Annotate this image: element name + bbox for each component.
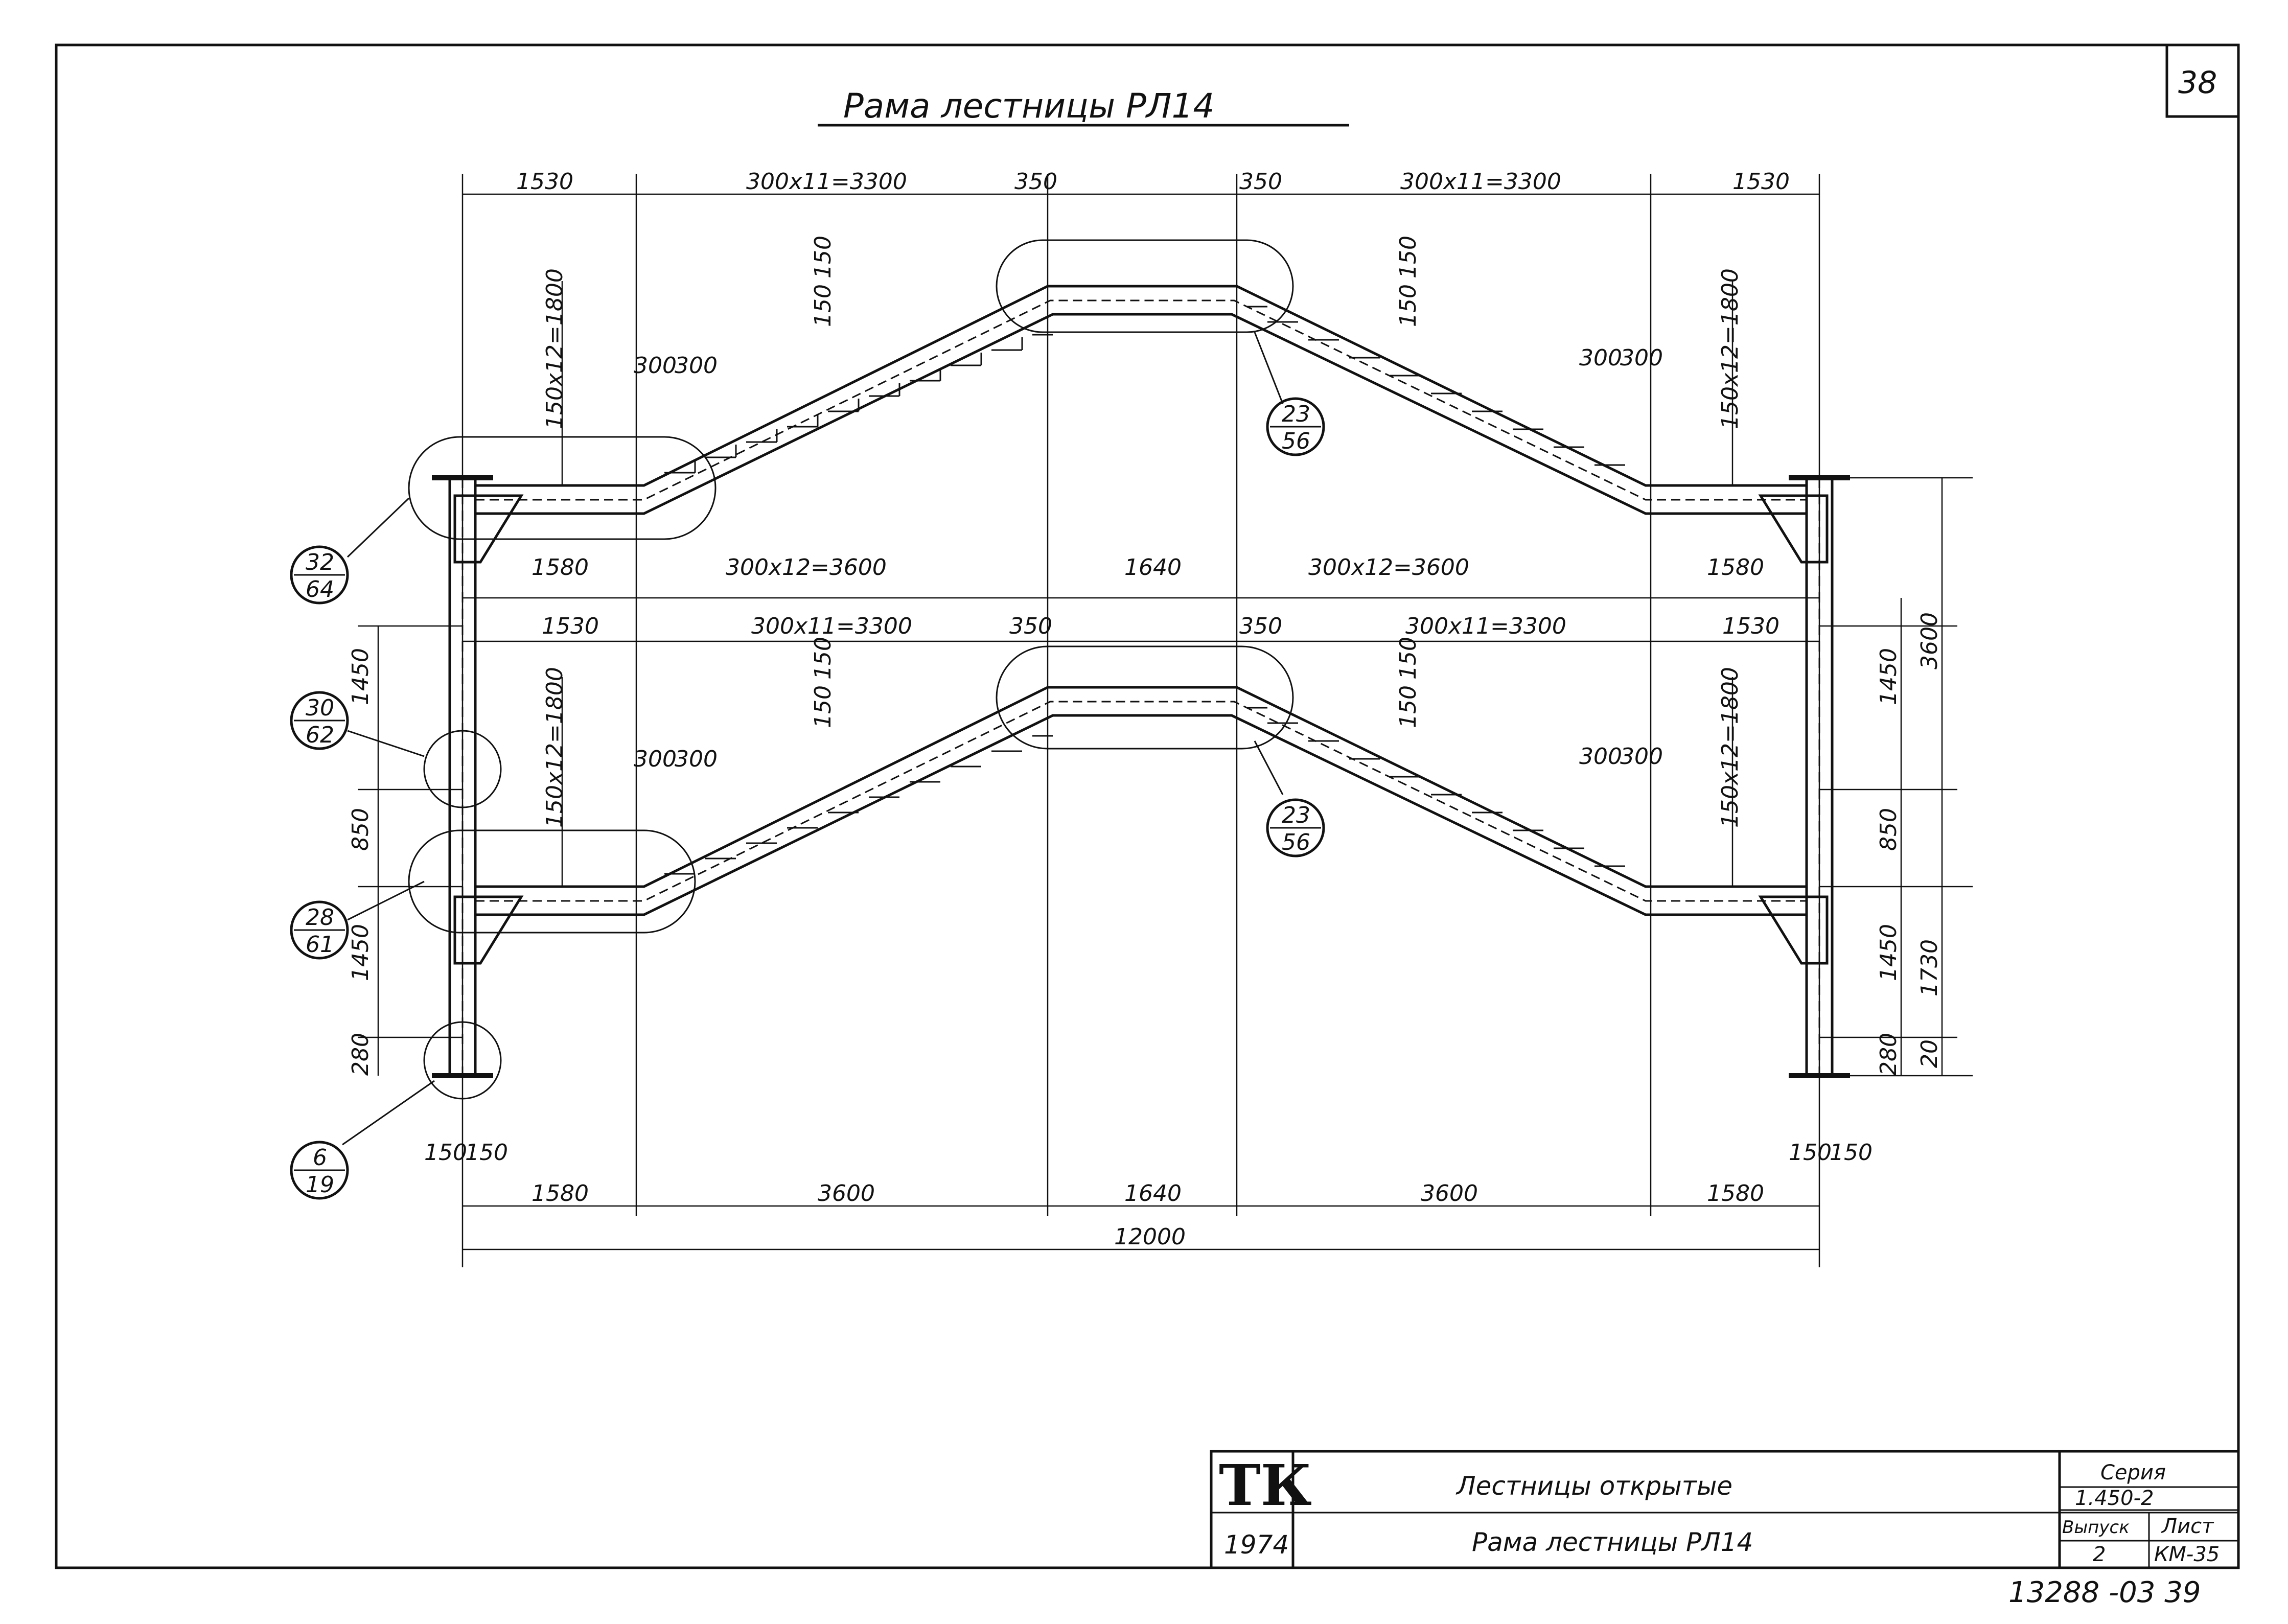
lower-steps [664, 707, 1625, 875]
corner-number-box [2165, 43, 2240, 118]
title-block-year: 1974 [1224, 1530, 1289, 1560]
callout-6-bottom: 56 [1282, 829, 1310, 855]
dim-lower-riser-1: 150 [810, 637, 836, 680]
title-block-line1: Лестницы открытые [1455, 1471, 1732, 1501]
issue-value: 2 [2093, 1543, 2106, 1566]
dim-top-riser-4: 150 [1395, 284, 1421, 327]
dim-lower-tread-1: 300 [634, 746, 677, 772]
upper-stair-stringer [453, 285, 1829, 564]
series-label: Серия [2100, 1461, 2166, 1484]
dim-right-outer-3: 20 [1916, 1039, 1943, 1068]
title-block-logo: ТК [1219, 1452, 1312, 1518]
callout-32-64: 32 64 [290, 545, 349, 605]
dim-top-tread-1: 300 [634, 353, 677, 379]
dim-lower-riser-2: 150 [810, 685, 836, 728]
dim-base-right-1: 150 [1789, 1140, 1832, 1166]
dim-bottom-5: 1580 [1707, 1180, 1764, 1207]
callout-6-top: 23 [1282, 802, 1310, 828]
dim-bottom-2: 3600 [818, 1180, 875, 1207]
callout-2-top: 30 [306, 695, 334, 721]
dim-lower-riser-3: 150 [1395, 637, 1421, 680]
dim-top-riser-3: 150 [1395, 236, 1421, 279]
sheet-border [55, 43, 2240, 1569]
dim-right-2: 850 [1876, 808, 1902, 851]
dim-top-tread-2: 300 [675, 353, 718, 379]
dim-top-flight-left: 150x12=1800 [542, 268, 568, 429]
dim-overall: 12000 [1114, 1224, 1186, 1250]
upper-steps [664, 306, 1625, 474]
dim-mid-3: 1640 [1124, 554, 1182, 581]
issue-label: Выпуск [2062, 1517, 2130, 1538]
dim-top-2: 300x11=3300 [746, 169, 907, 195]
callout-2-bottom: 62 [306, 722, 334, 748]
callout-4-top: 6 [313, 1145, 327, 1171]
title-block [1210, 1450, 2240, 1569]
dim-right-outer-1: 3600 [1916, 612, 1943, 669]
callout-3-top: 28 [306, 904, 334, 931]
callout-23-56-lower: 23 56 [1266, 798, 1325, 857]
dim-mid-4: 300x12=3600 [1308, 554, 1469, 581]
callout-1-bottom: 64 [306, 576, 334, 602]
dim-top-riser-1: 150 [810, 236, 836, 279]
dim-lower-2: 300x11=3300 [751, 613, 912, 639]
dim-right-3: 1450 [1876, 924, 1902, 981]
dim-right-outer-2: 1730 [1916, 939, 1943, 996]
dim-top-6: 1530 [1732, 169, 1790, 195]
dim-lower-4: 350 [1239, 613, 1282, 639]
dim-right-1: 1450 [1876, 648, 1902, 705]
series-value: 1.450-2 [2075, 1487, 2154, 1510]
dimension-lines [358, 174, 1973, 1267]
dim-mid-1: 1580 [531, 554, 589, 581]
dim-lower-tread-4: 300 [1620, 744, 1663, 770]
dim-top-3: 350 [1014, 169, 1057, 195]
dim-left-4: 280 [348, 1033, 374, 1076]
dim-left-3: 1450 [348, 924, 374, 981]
dim-top-tread-4: 300 [1620, 345, 1663, 371]
dim-lower-5: 300x11=3300 [1405, 613, 1566, 639]
dim-lower-6: 1530 [1722, 613, 1779, 639]
dim-lower-tread-3: 300 [1579, 744, 1622, 770]
dim-base-left-1: 150 [424, 1140, 467, 1166]
callout-5-bottom: 56 [1282, 428, 1310, 454]
sheet-value: КМ-35 [2154, 1543, 2220, 1566]
dim-base-right-2: 150 [1830, 1140, 1873, 1166]
dim-bottom-1: 1580 [531, 1180, 589, 1207]
dim-top-1: 1530 [516, 169, 573, 195]
callout-4-bottom: 19 [306, 1172, 334, 1198]
dim-top-tread-3: 300 [1579, 345, 1622, 371]
dim-bottom-3: 1640 [1124, 1180, 1182, 1207]
callout-23-56-upper: 23 56 [1266, 397, 1325, 456]
corner-number: 38 [2178, 65, 2217, 101]
callout-5-top: 23 [1282, 401, 1310, 427]
dim-top-4: 350 [1239, 169, 1282, 195]
dim-lower-tread-2: 300 [675, 746, 718, 772]
dim-lower-riser-4: 150 [1395, 685, 1421, 728]
dim-base-left-2: 150 [465, 1140, 508, 1166]
callout-3-bottom: 61 [306, 932, 334, 958]
dim-top-flight-right: 150x12=1800 [1717, 268, 1743, 429]
dim-left-2: 850 [348, 808, 374, 851]
sheet-label: Лист [2161, 1515, 2214, 1538]
bottom-code: 13288 -03 39 [2008, 1576, 2201, 1609]
dim-mid-2: 300x12=3600 [726, 554, 887, 581]
lower-stair-stringer [453, 686, 1829, 965]
dim-left-1: 1450 [348, 648, 374, 705]
dim-lower-3: 350 [1009, 613, 1052, 639]
dim-right-4: 280 [1876, 1033, 1902, 1076]
callout-6-19: 6 19 [290, 1141, 349, 1200]
callout-30-62: 30 62 [290, 691, 349, 750]
dim-lower-flight-right: 150x12=1800 [1717, 667, 1743, 828]
dim-bottom-4: 3600 [1421, 1180, 1478, 1207]
title-block-line2: Рама лестницы РЛ14 [1472, 1527, 1753, 1557]
dim-top-riser-2: 150 [810, 284, 836, 327]
callout-1-top: 32 [306, 549, 334, 575]
dim-top-5: 300x11=3300 [1400, 169, 1561, 195]
dim-lower-1: 1530 [542, 613, 599, 639]
callout-28-61: 28 61 [290, 900, 349, 960]
dim-mid-5: 1580 [1707, 554, 1764, 581]
dim-lower-flight-left: 150x12=1800 [542, 667, 568, 828]
drawing-title: Рама лестницы РЛ14 [843, 86, 1214, 126]
callout-leaders [342, 332, 1284, 1146]
